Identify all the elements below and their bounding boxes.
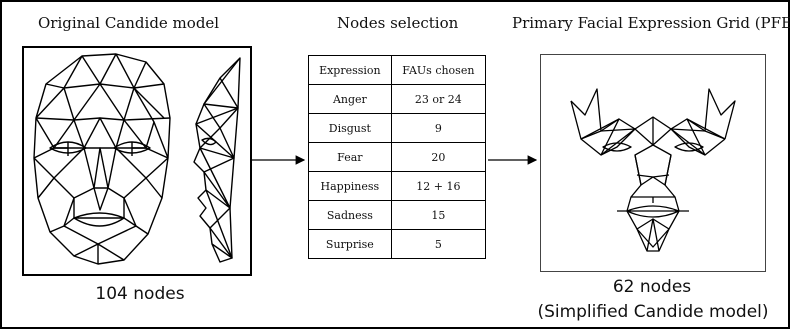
- table-row: Happiness 12 + 16: [308, 171, 487, 201]
- table-row: Disgust 9: [308, 113, 487, 143]
- pfeg-node-count: 62 nodes: [612, 277, 692, 297]
- header-faus-chosen: FAUs chosen: [390, 55, 487, 85]
- pfeg-title: Primary Facial Expression Grid (PFEG): [512, 14, 790, 32]
- fau-cell: 20: [390, 142, 487, 172]
- table-row: Sadness 15: [308, 200, 487, 230]
- pfeg-wireframe-drawing: [570, 88, 736, 252]
- fau-cell: 12 + 16: [390, 171, 487, 201]
- expression-fau-table: Expression FAUs chosen Anger 23 or 24 Di…: [308, 55, 487, 259]
- table-header-row: Expression FAUs chosen: [308, 55, 487, 85]
- pfeg-image: [540, 54, 766, 272]
- header-expression: Expression: [308, 55, 392, 85]
- fau-cell: 9: [390, 113, 487, 143]
- expression-cell: Fear: [308, 142, 392, 172]
- table-row: Anger 23 or 24: [308, 84, 487, 114]
- original-model-title: Original Candide model: [38, 14, 220, 32]
- original-node-count: 104 nodes: [95, 284, 185, 304]
- expression-cell: Anger: [308, 84, 392, 114]
- fau-cell: 5: [390, 229, 487, 259]
- expression-cell: Surprise: [308, 229, 392, 259]
- expression-cell: Sadness: [308, 200, 392, 230]
- nodes-selection-title: Nodes selection: [337, 14, 459, 32]
- table-row: Surprise 5: [308, 229, 487, 259]
- original-candide-image: [22, 46, 252, 276]
- pfeg-caption-subtitle: (Simplified Candide model): [537, 302, 769, 322]
- expression-cell: Disgust: [308, 113, 392, 143]
- fau-cell: 15: [390, 200, 487, 230]
- fau-cell: 23 or 24: [390, 84, 487, 114]
- candide-wireframe-drawing: [33, 53, 241, 265]
- expression-cell: Happiness: [308, 171, 392, 201]
- table-row: Fear 20: [308, 142, 487, 172]
